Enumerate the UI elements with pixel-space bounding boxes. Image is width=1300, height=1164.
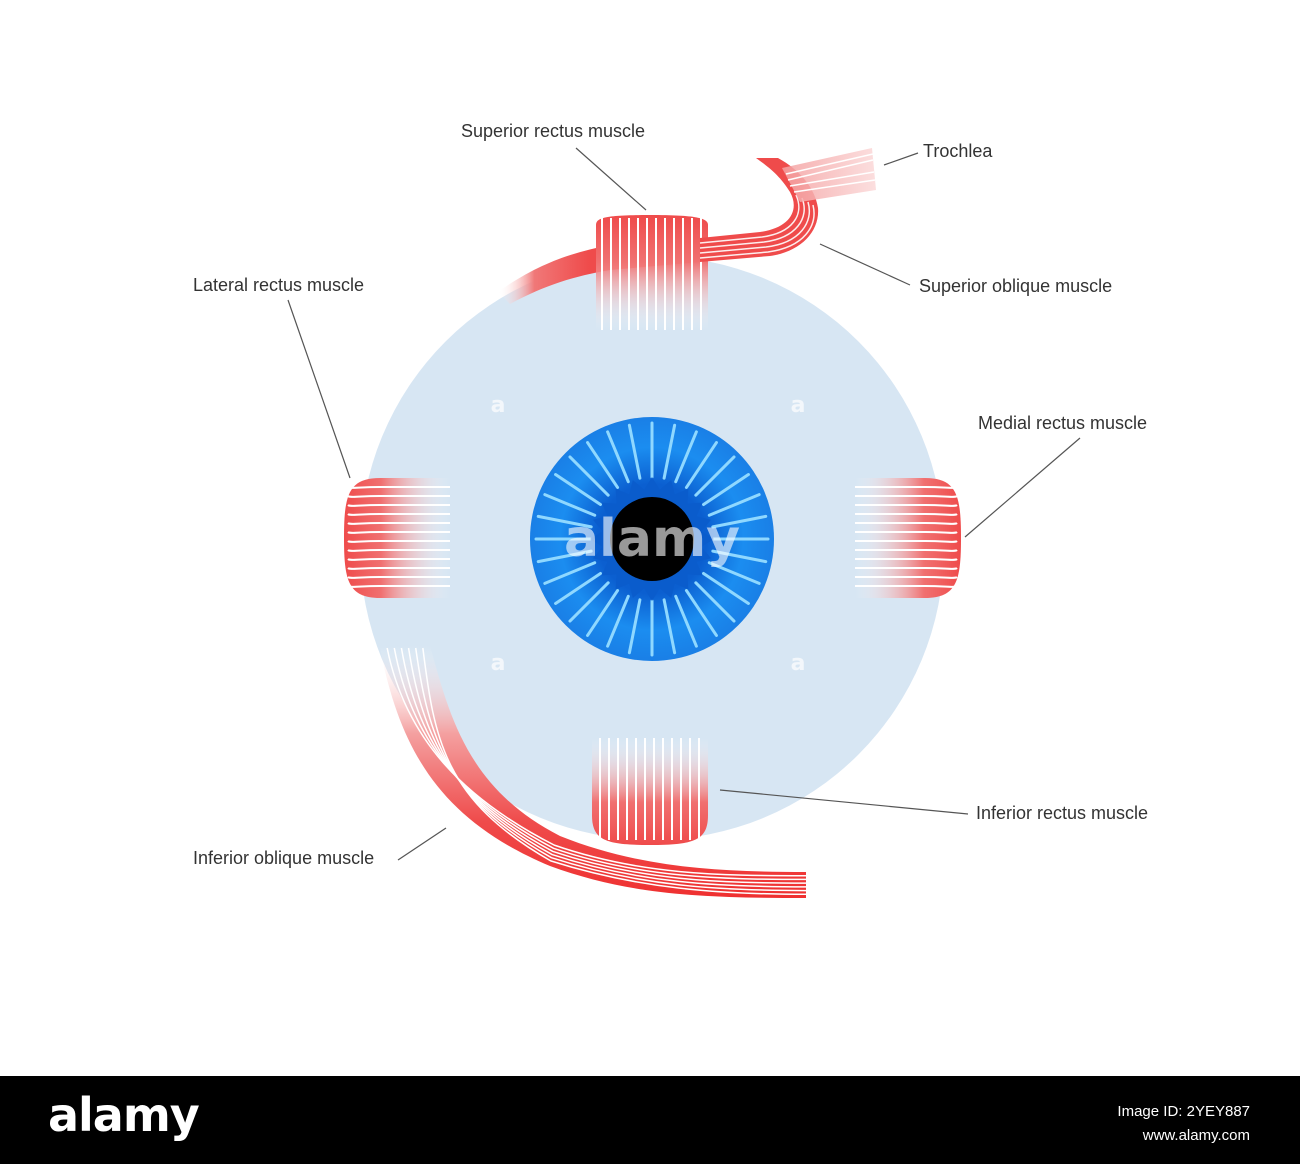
footer-url: www.alamy.com xyxy=(1142,1127,1250,1144)
leader-line xyxy=(819,243,911,286)
alamy-logo: alamy xyxy=(48,1088,200,1142)
lateral-rectus-muscle xyxy=(344,478,450,598)
diagram-canvas: alamy a a a a Superior rectus muscle Tro… xyxy=(193,121,1149,898)
watermark-text: alamy xyxy=(564,509,740,569)
label-inferior-oblique: Inferior oblique muscle xyxy=(193,848,374,868)
watermark-mark: a xyxy=(791,393,806,418)
watermark-mark: a xyxy=(791,651,806,676)
eye-muscles-diagram: alamy a a a a Superior rectus muscle Tro… xyxy=(193,121,1148,898)
label-superior-oblique: Superior oblique muscle xyxy=(919,276,1112,296)
inferior-rectus-muscle xyxy=(592,738,708,845)
label-superior-rectus: Superior rectus muscle xyxy=(461,121,645,141)
watermark-mark: a xyxy=(491,393,506,418)
label-inferior-rectus: Inferior rectus muscle xyxy=(976,803,1148,823)
superior-oblique-muscle xyxy=(699,158,819,262)
image-id: Image ID: 2YEY887 xyxy=(1117,1103,1250,1120)
label-trochlea: Trochlea xyxy=(923,141,993,161)
image-id-block: Image ID: 2YEY887 www.alamy.com xyxy=(1117,1100,1250,1148)
leader-line xyxy=(287,299,351,479)
watermark-footer-bar: alamy Image ID: 2YEY887 www.alamy.com xyxy=(0,1076,1300,1164)
leader-line xyxy=(883,152,919,166)
medial-rectus-muscle xyxy=(855,478,961,598)
label-medial-rectus: Medial rectus muscle xyxy=(978,413,1147,433)
leader-line xyxy=(575,147,647,211)
leader-line xyxy=(397,827,447,861)
pupil xyxy=(610,497,694,581)
leader-line xyxy=(964,437,1081,538)
trochlea xyxy=(782,148,876,202)
leader-line xyxy=(719,789,969,815)
inferior-oblique-muscle xyxy=(380,645,807,898)
superior-rectus-muscle xyxy=(498,215,708,330)
label-lateral-rectus: Lateral rectus muscle xyxy=(193,275,364,295)
watermark-mark: a xyxy=(491,651,506,676)
